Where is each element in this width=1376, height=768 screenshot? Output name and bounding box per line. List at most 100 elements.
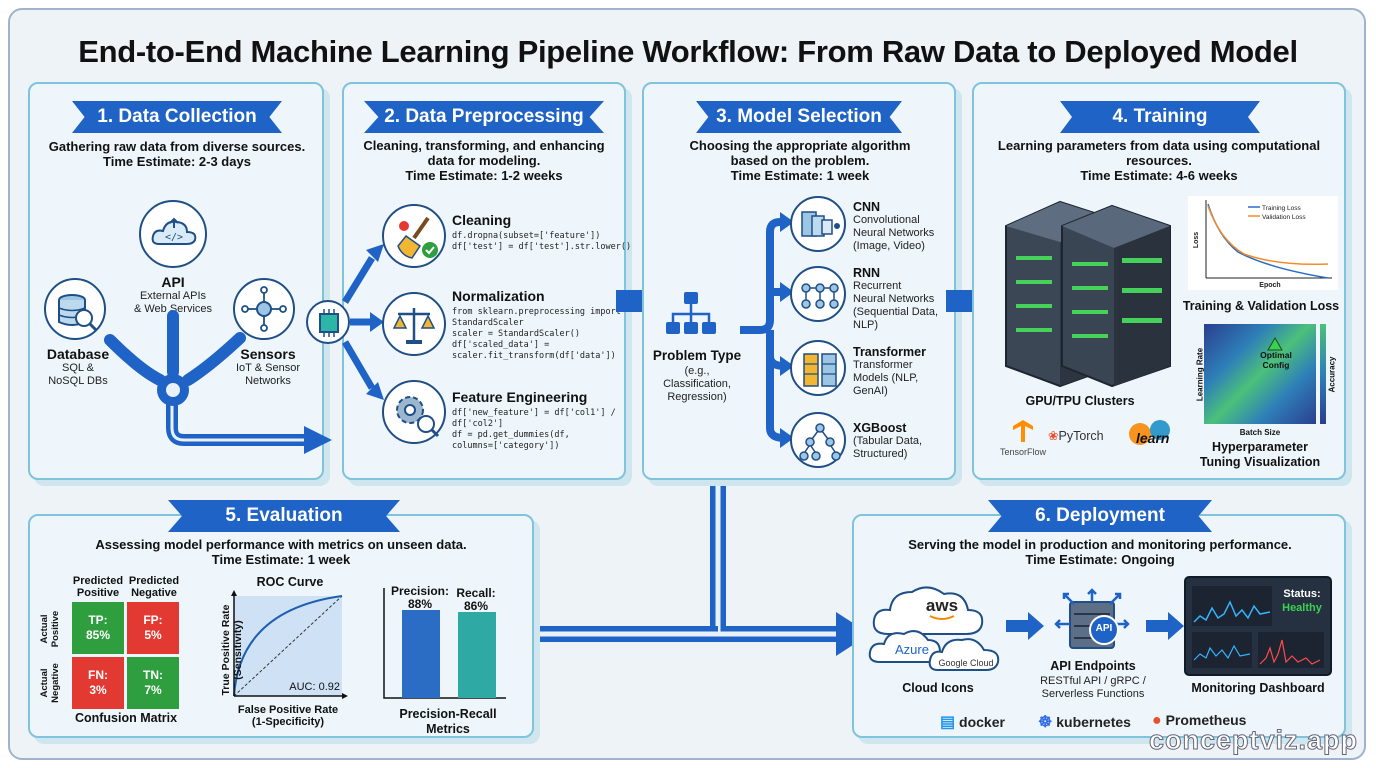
data-preprocessing-desc-line2: data for modeling. xyxy=(427,153,541,168)
model-branch-arrows xyxy=(740,212,794,448)
model-cnn-desc: Convolutional Neural Networks (Image, Vi… xyxy=(853,214,934,253)
api-desc: External APIs & Web Services xyxy=(118,290,228,316)
docker-logo: ▤ docker xyxy=(940,712,1005,732)
cm-tp-label: TP: xyxy=(88,613,108,627)
problem-type-desc-line3: Regression) xyxy=(667,391,727,403)
cm-fp-value: 5% xyxy=(144,628,162,642)
data-collection-desc-line1: Gathering raw data from diverse sources. xyxy=(48,139,306,154)
cm-tn-cell: TN: 7% xyxy=(127,657,179,709)
model-selection-desc-line1: Choosing the appropriate algorithm xyxy=(689,138,911,153)
precision-label-text: Precision: xyxy=(390,584,450,598)
recall-label-text: Recall: xyxy=(456,586,496,600)
normalization-scale-icon xyxy=(382,292,446,356)
training-desc-line1: Learning parameters from data using comp… xyxy=(997,138,1321,153)
gpu-server-rack-icon xyxy=(1005,200,1171,388)
monitoring-dashboard: Status: Healthy xyxy=(1184,576,1332,676)
model-cnn-desc-line1: Convolutional xyxy=(853,214,920,226)
svg-text:</>: </> xyxy=(165,232,183,243)
model-rnn-name: RNN xyxy=(853,266,881,280)
model-transformer-desc: Transformer Models (NLP, GenAI) xyxy=(853,359,918,398)
rnn-icon xyxy=(790,266,846,322)
status-value: Healthy xyxy=(1282,602,1322,614)
api-cloud-icon: </> xyxy=(139,200,207,268)
api-badge: API xyxy=(1095,623,1113,634)
model-transformer-desc-line3: GenAI) xyxy=(853,385,888,397)
preprocessing-branch-arrows xyxy=(341,244,384,400)
problem-type-desc: (e.g., Classification, Regression) xyxy=(652,365,742,404)
model-rnn-desc-line2: Neural Networks xyxy=(853,293,935,305)
api-desc-line2: & Web Services xyxy=(133,303,213,315)
deployment-desc: Serving the model in production and moni… xyxy=(860,537,1340,567)
model-selection-desc-line2: based on the problem. xyxy=(730,153,870,168)
cloud-icons-label: Cloud Icons xyxy=(902,681,974,695)
api-endpoints-desc-line1: RESTful API / gRPC / xyxy=(1040,675,1146,687)
model-cnn-name: CNN xyxy=(853,200,881,214)
precision-bar xyxy=(402,610,440,698)
model-rnn-desc-line3: (Sequential Data, xyxy=(853,306,938,318)
azure-logo-text: Azure xyxy=(895,642,929,657)
problem-type-desc-line1: (e.g., xyxy=(684,365,710,377)
data-preprocessing-desc: Cleaning, transforming, and enhancing da… xyxy=(348,138,620,183)
model-cnn-desc-line3: (Image, Video) xyxy=(853,240,925,252)
pytorch-logo: ❀PyTorch xyxy=(1048,428,1104,443)
model-transformer-desc-line2: Models (NLP, xyxy=(853,372,919,384)
data-funnel-arrows xyxy=(104,310,332,454)
dashboard-charts xyxy=(1192,586,1324,668)
model-transformer-name: Transformer xyxy=(853,345,926,359)
model-cnn-desc-line2: Neural Networks xyxy=(853,227,935,239)
sensors-desc: IoT & Sensor Networks xyxy=(222,362,314,388)
feature-engineering-label: Feature Engineering xyxy=(452,389,588,405)
model-xgboost-desc: (Tabular Data, Structured) xyxy=(853,435,922,461)
normalization-code: from sklearn.preprocessing import Standa… xyxy=(452,307,621,361)
kubernetes-wheel-icon: ☸ xyxy=(1038,714,1053,731)
aws-logo-text: aws xyxy=(926,596,958,615)
xgboost-tree-icon xyxy=(790,412,846,468)
model-rnn-desc-line1: Recurrent xyxy=(853,280,902,292)
model-xgboost-desc-line1: (Tabular Data, xyxy=(853,435,923,447)
prometheus-logo: ● Prometheus xyxy=(1152,712,1246,730)
cm-fp-label: FP: xyxy=(143,613,163,627)
kubernetes-logo: ☸ kubernetes xyxy=(1038,712,1131,732)
roc-xlabel-line2: (1-Specificity) xyxy=(251,716,325,728)
training-desc-line2: resources. xyxy=(1126,153,1192,168)
data-collection-desc: Gathering raw data from diverse sources.… xyxy=(36,139,318,169)
roc-ylabel: True Positive Rate (Sensitivity) xyxy=(220,590,244,710)
gpu-clusters-label: GPU/TPU Clusters xyxy=(1025,394,1135,408)
sklearn-logo: learn xyxy=(1126,418,1174,452)
tensorflow-logo: TensorFlow xyxy=(996,420,1050,457)
transformer-icon xyxy=(790,340,846,396)
cm-pred-positive-line1: Predicted xyxy=(72,575,124,587)
cm-pred-negative-line1: Predicted xyxy=(128,575,180,587)
model-selection-desc: Choosing the appropriate algorithm based… xyxy=(650,138,950,183)
sensors-desc-line2: Networks xyxy=(245,375,291,387)
cnn-icon xyxy=(790,196,846,252)
problem-type-hierarchy-icon xyxy=(666,292,716,334)
roc-ylabel-line2: (Sensitivity) xyxy=(232,620,244,680)
loss-ylabel: Loss xyxy=(1193,232,1200,248)
heatmap-cbar-label: Accuracy xyxy=(1327,356,1337,393)
tensorflow-icon xyxy=(1013,420,1033,442)
database-label: Database xyxy=(46,346,110,362)
prometheus-text: Prometheus xyxy=(1165,712,1247,728)
optimal-config-line2: Config xyxy=(1262,360,1290,370)
cm-fn-value: 3% xyxy=(89,683,107,697)
monitoring-dashboard-label: Monitoring Dashboard xyxy=(1191,681,1325,695)
precision-label: Precision: 88% xyxy=(390,585,450,611)
sensors-icon xyxy=(233,278,295,340)
cleaning-code: df.dropna(subset=['feature']) df['test']… xyxy=(452,231,632,252)
api-endpoints-label: API Endpoints xyxy=(1050,659,1136,673)
roc-curve xyxy=(233,595,343,697)
api-endpoints-desc: RESTful API / gRPC / Serverless Function… xyxy=(1024,675,1162,701)
data-preprocessing-heading: 2. Data Preprocessing xyxy=(364,101,604,133)
api-label: API xyxy=(161,274,185,290)
deployment-flow-arrows xyxy=(1006,612,1184,640)
model-xgboost-desc-line2: Structured) xyxy=(853,448,908,460)
confusion-matrix-title: Confusion Matrix xyxy=(74,711,178,725)
cm-pred-negative-header: Predicted Negative xyxy=(126,575,182,599)
cloud-providers-icon: aws Azure Google Cloud xyxy=(868,586,1000,671)
normalization-label: Normalization xyxy=(452,288,545,304)
precision-recall-title-line2: Metrics xyxy=(426,722,470,736)
cm-pred-positive-line2: Positive xyxy=(76,587,120,599)
loss-xlabel: Epoch xyxy=(1259,282,1280,289)
